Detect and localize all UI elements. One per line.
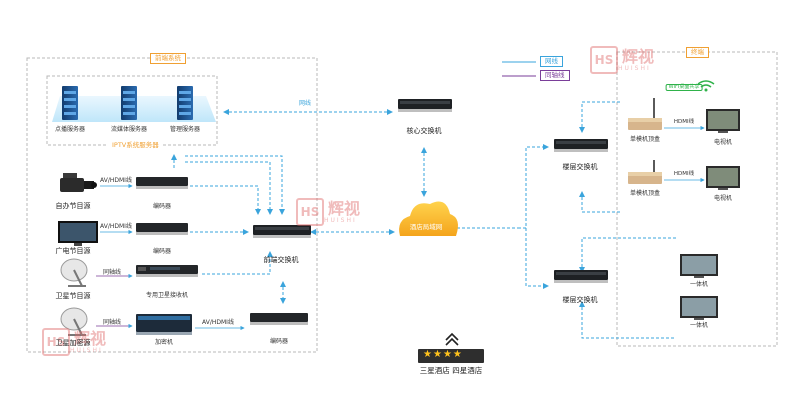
aio-label-1: 一体机: [689, 281, 709, 288]
floor-switch-1-icon: [554, 139, 608, 152]
hotel-rating-stars: ★★★★: [423, 350, 463, 360]
iptv-server-box: [46, 75, 218, 146]
source-link-0: AV/HDMI线: [100, 177, 132, 184]
server-label-management: 管理服务器: [169, 126, 201, 133]
iptv-servers-tag: IPTV系统服务器: [108, 141, 163, 151]
core-link-label: 网线: [298, 100, 312, 107]
tv-2-icon: [706, 166, 740, 190]
tv-source-icon: [58, 221, 98, 246]
frontend-system-tag: 前端系统: [150, 53, 186, 65]
terminal-tag: 终端: [686, 47, 709, 59]
legend-coax-line: 同轴线: [540, 70, 570, 82]
server-label-vod: 点播服务器: [54, 126, 86, 133]
aio-2-icon: [680, 296, 718, 320]
core-switch-icon: [398, 99, 452, 112]
source-label-1: 广电节目源: [55, 247, 91, 255]
floor-switch-label-1: 楼层交换机: [562, 163, 598, 171]
encoder-1-icon: [136, 177, 188, 189]
hdmi-link-1: HDMI线: [673, 119, 695, 125]
encoder-3-icon: [250, 313, 308, 325]
star-icon: ★: [452, 349, 463, 360]
tv-label-2: 电视机: [713, 195, 733, 202]
aio-1-icon: [680, 254, 718, 278]
core-switch-label: 核心交换机: [406, 127, 442, 135]
stb-label-2: 单模机顶盒: [629, 190, 661, 197]
server-label-streaming: 流媒体服务器: [110, 126, 148, 133]
legend-network-line: 网线: [540, 56, 563, 68]
floor-switch-2-icon: [554, 270, 608, 283]
encoder-label-0: 编码器: [152, 203, 172, 210]
aio-label-2: 一体机: [689, 322, 709, 329]
encoder-bottom-link: AV/HDMI线: [202, 319, 234, 326]
hdmi-link-2: HDMI线: [673, 171, 695, 177]
source-link-2: 同轴线: [102, 269, 122, 276]
hotel-lan-cloud: [399, 201, 458, 236]
hotel-rating-plate: [418, 332, 484, 363]
tv-label-1: 电视机: [713, 139, 733, 146]
encoder-bottom-label: 编码器: [269, 338, 289, 345]
frontend-switch-label: 前端交换机: [263, 256, 299, 264]
frontend-switch-icon: [253, 225, 311, 238]
encoder-2-icon: [136, 223, 188, 235]
hotel-lan-label: 酒店局域网: [409, 223, 443, 231]
source-label-0: 自办节目源: [55, 202, 91, 210]
hotel-rating-label: 三星酒店 四星酒店: [419, 366, 483, 375]
satellite-receiver-icon: [136, 265, 198, 277]
encoder-label-1: 编码器: [152, 248, 172, 255]
floor-switch-label-2: 楼层交换机: [562, 296, 598, 304]
tv-1-icon: [706, 109, 740, 133]
satellite-dish-icon-1: [60, 258, 88, 287]
source-link-3: 同轴线: [102, 319, 122, 326]
star-icon: ★: [442, 349, 453, 360]
stb-label-1: 单模机顶盒: [629, 136, 661, 143]
satellite-dish-icon-2: [60, 307, 88, 336]
camera-icon: [60, 173, 97, 192]
stb-1-icon: [628, 98, 662, 130]
encryptor-icon: [136, 314, 192, 335]
star-icon: ★: [432, 349, 443, 360]
stb-2-icon: [628, 160, 662, 184]
encryptor-label: 加密机: [154, 339, 174, 346]
source-label-3: 卫星加密源: [55, 339, 91, 347]
star-icon: ★: [423, 349, 433, 360]
source-link-1: AV/HDMI线: [100, 223, 132, 230]
receiver-label: 专用卫星接收机: [145, 292, 189, 299]
server-icons: [62, 86, 193, 120]
source-label-2: 卫星节目源: [55, 292, 91, 300]
wifi-share-label: WIFI桌面共享: [665, 84, 703, 91]
